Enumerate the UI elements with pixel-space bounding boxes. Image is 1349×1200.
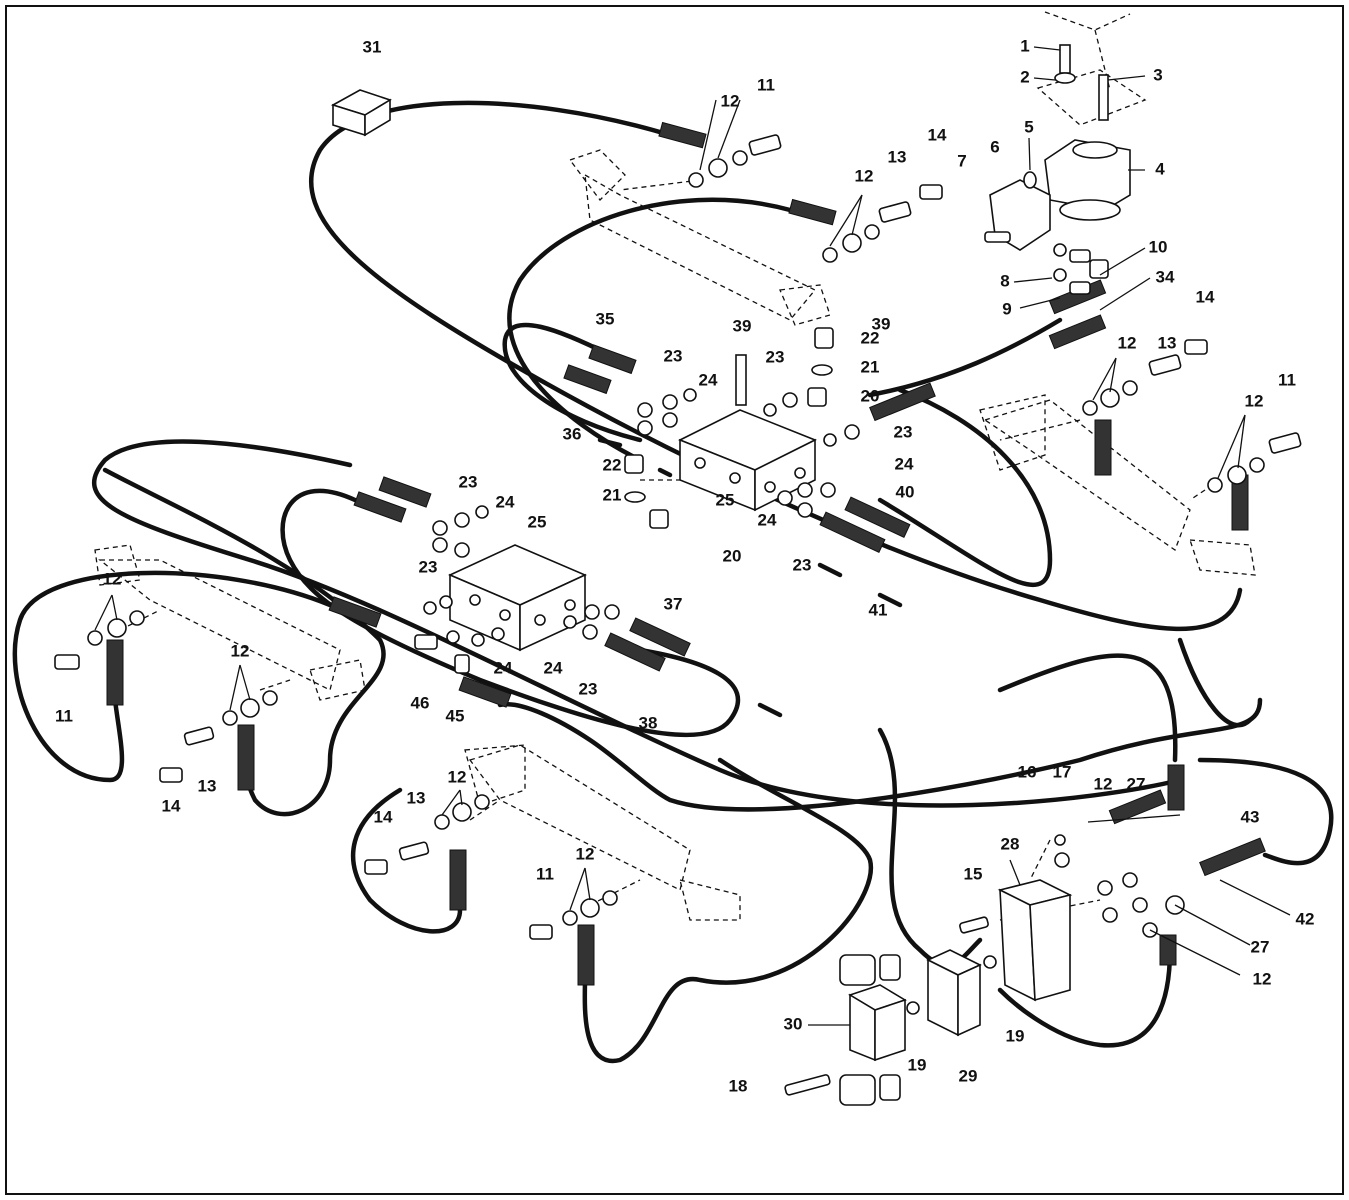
callout-1: 1 (1020, 36, 1029, 55)
callout-23: 23 (419, 557, 438, 576)
border (5, 5, 1344, 1195)
callout-20: 20 (861, 386, 880, 405)
callout-11: 11 (757, 75, 775, 94)
callout-24: 24 (895, 454, 914, 473)
callout-6: 6 (990, 137, 999, 156)
callout-11: 11 (536, 864, 554, 883)
callout-19: 19 (908, 1055, 927, 1074)
callout-24: 24 (496, 492, 515, 511)
callout-35: 35 (596, 309, 615, 328)
hoses (12, 100, 1334, 1064)
callout-22: 22 (861, 328, 880, 347)
manifold-block-28 (997, 879, 1073, 1002)
callout-14: 14 (374, 807, 393, 826)
callout-4: 4 (1155, 159, 1165, 178)
callout-25: 25 (528, 512, 547, 531)
callout-21: 21 (861, 357, 880, 376)
pump-4 (1044, 139, 1131, 221)
callout-45: 45 (446, 706, 465, 725)
callout-12: 12 (1253, 969, 1272, 988)
callout-36: 36 (563, 424, 582, 443)
callout-17: 17 (1053, 762, 1072, 781)
callout-19: 19 (1006, 1026, 1025, 1045)
callout-9: 9 (1002, 299, 1011, 318)
callout-42: 42 (1296, 909, 1315, 928)
callout-7: 7 (957, 151, 966, 170)
hose-ends (106, 121, 1266, 986)
callout-40: 40 (896, 482, 915, 501)
callout-12: 12 (103, 569, 122, 588)
callout-20: 20 (723, 546, 742, 565)
callout-23: 23 (793, 555, 812, 574)
callout-3: 3 (1153, 65, 1162, 84)
solenoid-valve-30 (839, 954, 907, 1106)
callout-12: 12 (1245, 391, 1264, 410)
valve-block-upper (678, 409, 817, 512)
fittings (54, 44, 1302, 1096)
callout-11: 11 (1278, 370, 1296, 389)
callout-39: 39 (733, 316, 752, 335)
callout-24: 24 (544, 658, 563, 677)
callout-39: 39 (872, 314, 891, 333)
pipe-segments (597, 437, 903, 718)
callout-13: 13 (888, 147, 907, 166)
cylinders (94, 149, 1256, 921)
callout-27: 27 (1127, 774, 1146, 793)
valve-29 (926, 949, 982, 1037)
callout-2: 2 (1020, 67, 1029, 86)
callout-38: 38 (639, 713, 658, 732)
callout-12: 12 (448, 767, 467, 786)
callout-24: 24 (699, 370, 718, 389)
callout-34: 34 (1156, 267, 1175, 286)
callout-14: 14 (928, 125, 947, 144)
callout-21: 21 (603, 485, 622, 504)
callout-23: 23 (664, 346, 683, 365)
callout-labels: 1 2 3 4 5 6 7 8 9 10 34 31 11 12 12 13 1… (55, 36, 1314, 1095)
valve-block-lower (448, 544, 587, 652)
callout-23: 23 (579, 679, 598, 698)
callout-5: 5 (1024, 117, 1033, 136)
callout-46: 46 (411, 693, 430, 712)
callout-24: 24 (494, 658, 513, 677)
leader-lines (94, 46, 1291, 1026)
callout-30: 30 (784, 1014, 803, 1033)
clamp-31 (330, 89, 392, 137)
callout-29: 29 (959, 1066, 978, 1085)
callout-12: 12 (855, 166, 874, 185)
callout-10: 10 (1149, 237, 1168, 256)
callout-12: 12 (1118, 333, 1137, 352)
callout-23: 23 (459, 472, 478, 491)
top-bracket (1036, 11, 1147, 126)
callout-12: 12 (231, 641, 250, 660)
callout-12: 12 (576, 844, 595, 863)
callout-43: 43 (1241, 807, 1260, 826)
callout-16: 16 (1018, 762, 1037, 781)
callout-31: 31 (363, 37, 382, 56)
callout-25: 25 (716, 490, 735, 509)
callout-14: 14 (1196, 287, 1215, 306)
callout-12: 12 (721, 91, 740, 110)
callout-15: 15 (964, 864, 983, 883)
callout-12: 12 (1094, 774, 1113, 793)
callout-18: 18 (729, 1076, 748, 1095)
callout-8: 8 (1000, 271, 1009, 290)
callout-13: 13 (198, 776, 217, 795)
callout-28: 28 (1001, 834, 1020, 853)
callout-23: 23 (894, 422, 913, 441)
callout-27: 27 (1251, 937, 1270, 956)
callout-37: 37 (664, 594, 683, 613)
callout-14: 14 (162, 796, 181, 815)
callout-22: 22 (603, 455, 622, 474)
callout-41: 41 (869, 600, 888, 619)
callout-13: 13 (407, 788, 426, 807)
callout-24: 24 (758, 510, 777, 529)
callout-13: 13 (1158, 333, 1177, 352)
callout-23: 23 (766, 347, 785, 366)
callout-11: 11 (55, 706, 73, 725)
